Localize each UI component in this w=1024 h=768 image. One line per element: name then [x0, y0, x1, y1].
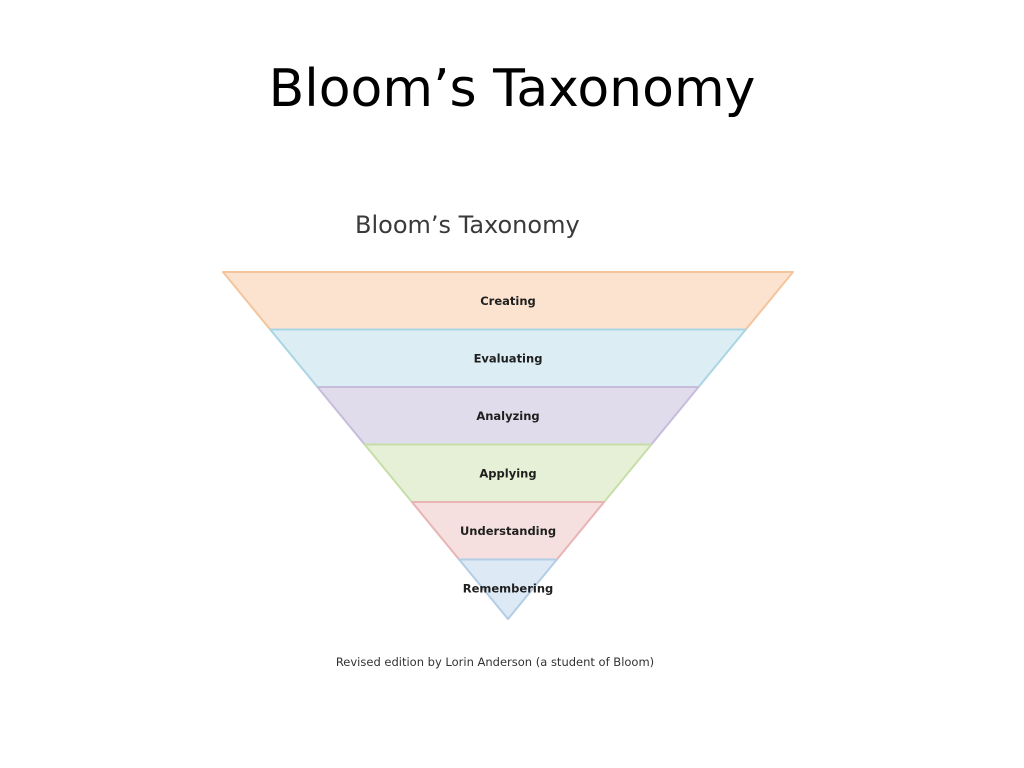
level-label-applying: Applying [479, 467, 536, 481]
figure-title: Bloom’s Taxonomy [355, 211, 580, 239]
level-label-evaluating: Evaluating [474, 352, 543, 366]
level-label-remembering: Remembering [463, 582, 553, 596]
figure-caption: Revised edition by Lorin Anderson (a stu… [336, 655, 654, 669]
taxonomy-levels: CreatingEvaluatingAnalyzingApplyingUnder… [222, 271, 794, 620]
slide-title: Bloom’s Taxonomy [268, 59, 756, 119]
level-label-analyzing: Analyzing [476, 409, 539, 423]
level-label-understanding: Understanding [460, 524, 556, 538]
level-band-remembering [458, 558, 558, 620]
level-label-creating: Creating [480, 294, 536, 308]
